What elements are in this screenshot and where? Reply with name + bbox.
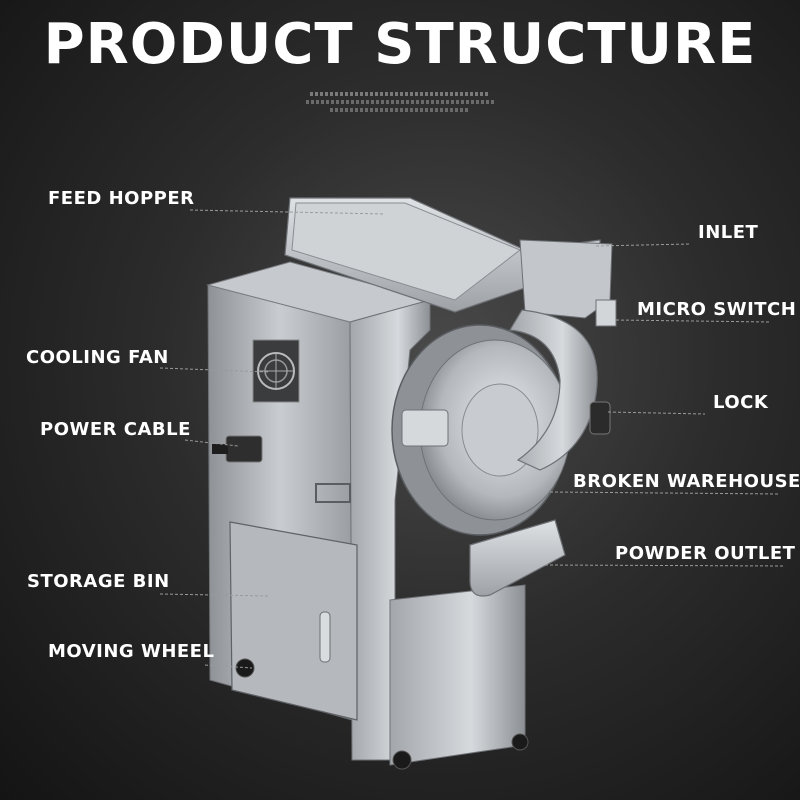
label-feed-hopper: FEED HOPPER: [48, 188, 195, 209]
leader-power-cable: [184, 439, 239, 447]
leader-storage-bin: [159, 593, 271, 597]
label-power-cable: POWER CABLE: [40, 419, 191, 440]
chamber-clamp: [401, 409, 449, 447]
leader-broken-warehouse: [549, 491, 781, 495]
cooling-fan-icon: [252, 339, 300, 403]
label-lock: LOCK: [713, 392, 769, 413]
leader-inlet: [595, 243, 691, 247]
label-micro-switch: MICRO SWITCH: [637, 299, 797, 320]
broken-warehouse-chamber: [391, 324, 571, 536]
label-inlet: INLET: [698, 222, 759, 243]
label-powder-outlet: POWDER OUTLET: [615, 543, 796, 564]
leader-moving-wheel: [204, 664, 253, 669]
feed-hopper-icon: [284, 197, 601, 313]
power-cable-connector-icon: [212, 435, 263, 463]
micro-switch-icon: [595, 299, 617, 327]
side-bracket: [315, 483, 351, 503]
leader-lock: [607, 411, 706, 415]
label-broken-warehouse: BROKEN WAREHOUSE: [573, 471, 800, 492]
leader-feed-hopper: [189, 209, 386, 215]
leader-cooling-fan: [159, 367, 269, 373]
leader-micro-switch: [615, 319, 771, 323]
label-moving-wheel: MOVING WHEEL: [48, 641, 215, 662]
storage-bin-door: [229, 521, 358, 721]
label-cooling-fan: COOLING FAN: [26, 347, 169, 368]
label-storage-bin: STORAGE BIN: [27, 571, 170, 592]
inlet-elbow-duct: [509, 309, 598, 471]
powder-outlet-chute: [469, 519, 566, 597]
base-front: [389, 584, 526, 766]
page-title: PRODUCT STRUCTURE: [43, 12, 757, 77]
lock-icon: [589, 401, 611, 435]
storage-bin-handle: [319, 611, 331, 663]
leader-powder-outlet: [544, 564, 786, 567]
subtitle-fine-print: [300, 92, 500, 112]
